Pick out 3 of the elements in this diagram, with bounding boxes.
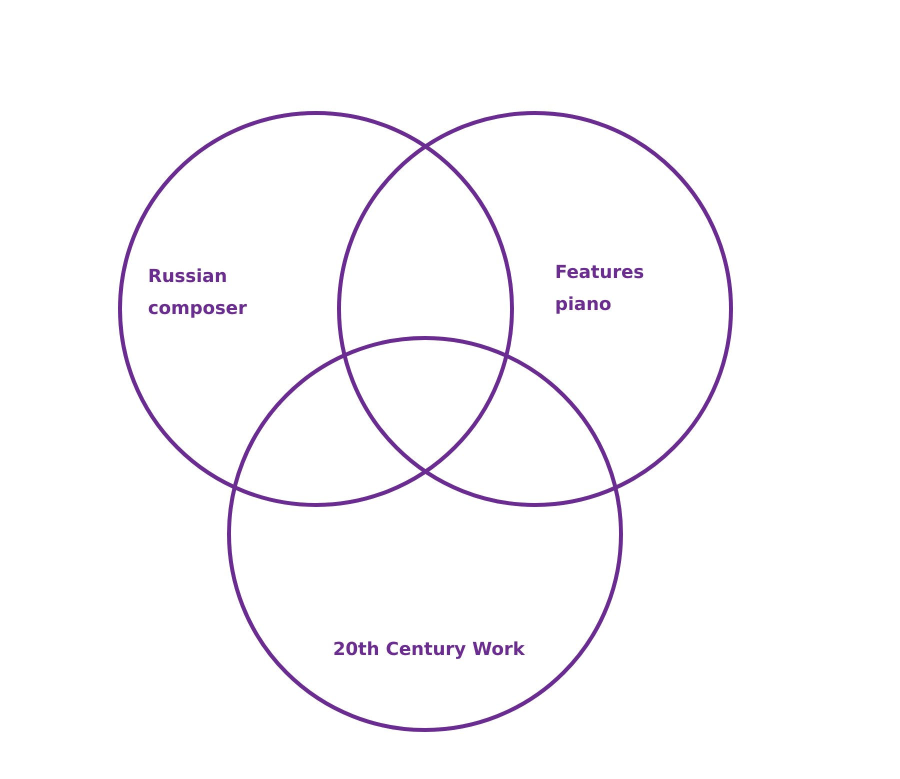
set-label: Russian composer xyxy=(148,265,248,321)
set-label: Features piano xyxy=(555,261,646,317)
set-label: 20th Century Work xyxy=(333,638,526,662)
